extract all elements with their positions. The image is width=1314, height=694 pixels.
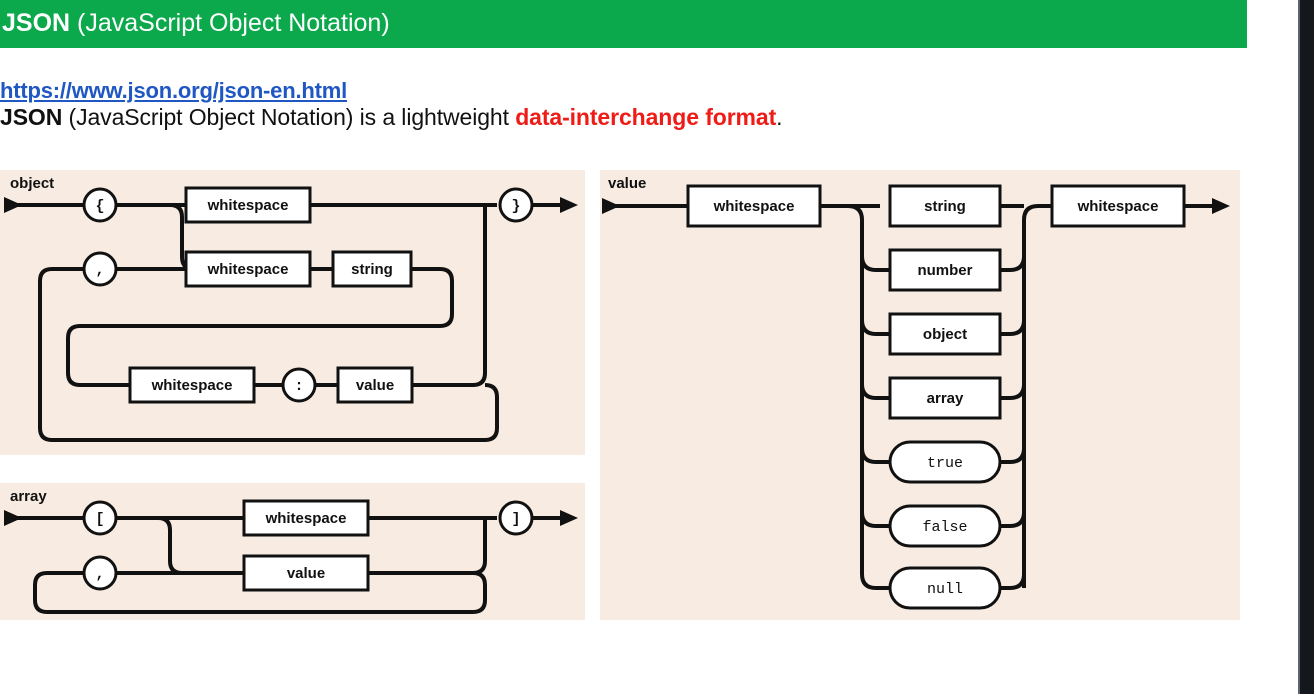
object-value-text: value — [356, 377, 394, 394]
object-colon-text: : — [294, 378, 303, 395]
lead-tail: . — [776, 104, 783, 130]
value-alt-true-text: true — [927, 455, 963, 472]
array-comma-text: , — [95, 566, 104, 583]
lead-highlight: data-interchange format — [515, 104, 777, 130]
object-ws3-text: whitespace — [151, 377, 233, 394]
lead-bold: JSON — [0, 104, 63, 130]
railroad-panel-value: value whitespace string number object ar… — [600, 170, 1240, 620]
array-ws-text: whitespace — [265, 510, 347, 527]
page-title-rest: (JavaScript Object Notation) — [70, 8, 390, 37]
value-diagram-label: value — [608, 175, 646, 192]
object-ws2-text: whitespace — [207, 261, 289, 278]
array-open-bracket-text: [ — [95, 511, 104, 528]
array-diagram-label: array — [10, 488, 47, 505]
value-alt-null-text: null — [927, 581, 963, 598]
object-close-brace-text: } — [511, 198, 520, 215]
object-diagram-label: object — [10, 175, 54, 192]
right-dark-gutter — [1298, 0, 1314, 694]
value-trail-ws-text: whitespace — [1077, 198, 1159, 215]
object-comma-text: , — [95, 262, 104, 279]
lead-paragraph: JSON (JavaScript Object Notation) is a l… — [0, 104, 783, 131]
object-open-brace-text: { — [95, 198, 104, 215]
value-lead-ws-text: whitespace — [713, 198, 795, 215]
array-value-text: value — [287, 565, 325, 582]
slide-header-bar: JSON (JavaScript Object Notation) — [0, 0, 1247, 48]
value-alt-object-text: object — [923, 326, 967, 343]
source-url-link[interactable]: https://www.json.org/json-en.html — [0, 78, 348, 103]
page-title-bold: JSON — [2, 8, 71, 37]
railroad-panel-array: array [ whitespace ] , value — [0, 483, 585, 620]
railroad-panel-object: object { whitespace } , whitespace str — [0, 170, 585, 455]
value-alt-array-text: array — [927, 390, 964, 407]
page-title: JSON (JavaScript Object Notation) — [2, 8, 390, 37]
object-string-text: string — [351, 261, 393, 278]
value-alt-number-text: number — [917, 262, 972, 279]
array-close-bracket-text: ] — [511, 511, 520, 528]
value-alt-false-text: false — [922, 519, 967, 536]
lead-rest: (JavaScript Object Notation) is a lightw… — [62, 104, 516, 130]
object-ws1-text: whitespace — [207, 197, 289, 214]
value-alt-string-text: string — [924, 198, 966, 215]
